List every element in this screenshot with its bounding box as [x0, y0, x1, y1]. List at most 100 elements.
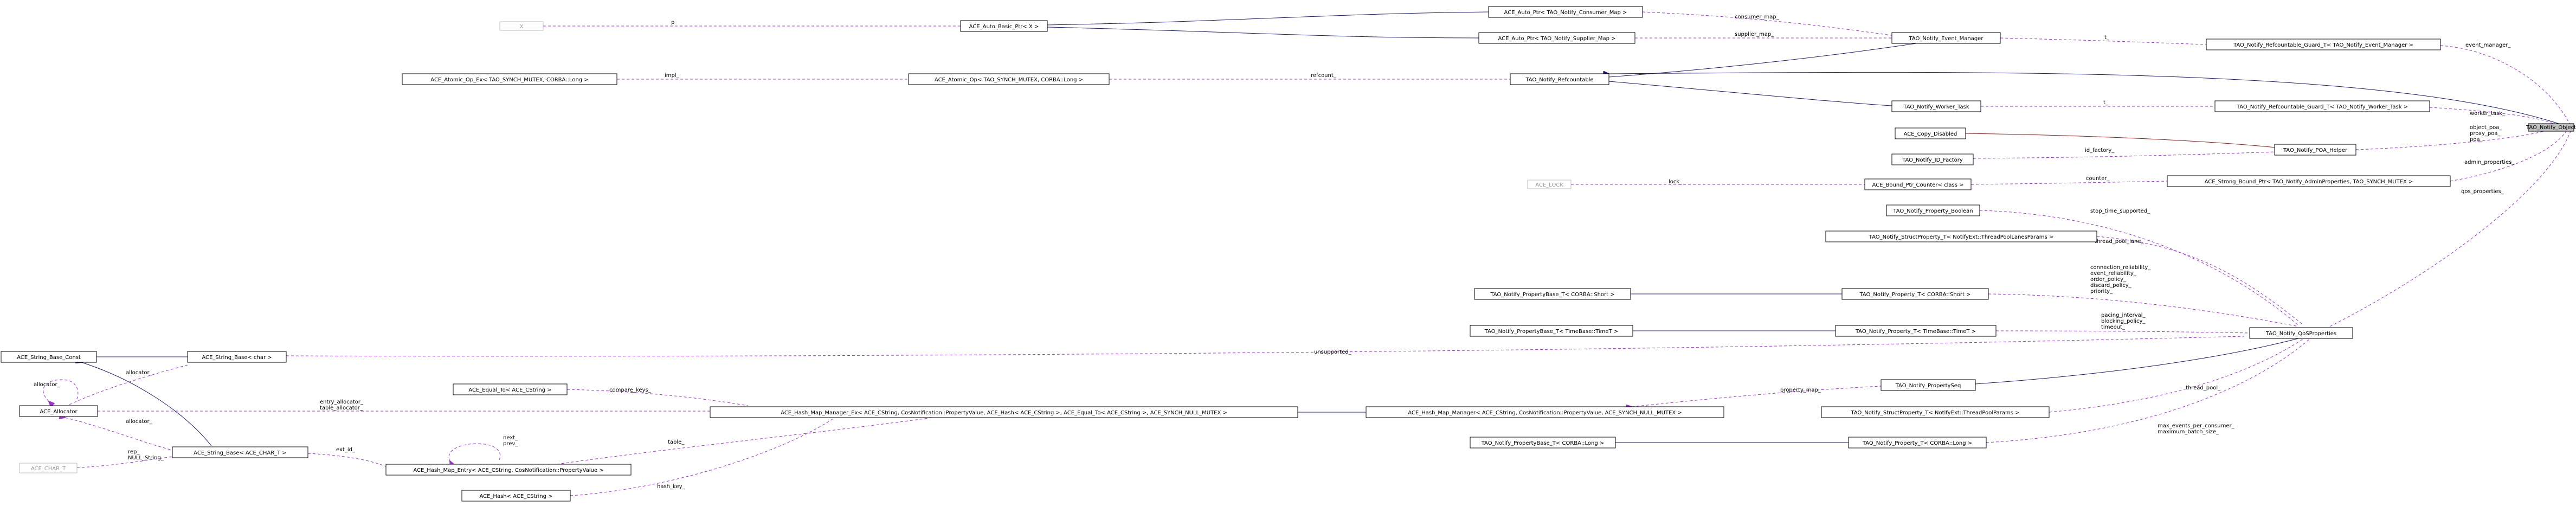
- edge-consumer-map: [1643, 12, 1896, 36]
- edge-refcountable-object: [1609, 72, 2559, 124]
- class-node-equal-to[interactable]: ACE_Equal_To< ACE_CString >: [453, 383, 568, 395]
- svg-text:ACE_Auto_Ptr< TAO_Notify_Suppl: ACE_Auto_Ptr< TAO_Notify_Supplier_Map >: [1498, 36, 1615, 42]
- label-unsupported: unsupported_: [1314, 349, 1352, 355]
- svg-text:TAO_Notify_QoSProperties: TAO_Notify_QoSProperties: [2265, 331, 2336, 337]
- svg-text:TAO_Notify_Property_Boolean: TAO_Notify_Property_Boolean: [1892, 208, 1973, 214]
- class-node-property-timet[interactable]: TAO_Notify_Property_T< TimeBase::TimeT >: [1835, 325, 1997, 337]
- edge-char-t: [77, 456, 173, 467]
- class-node-property-base-long[interactable]: TAO_Notify_PropertyBase_T< CORBA::Long >: [1470, 437, 1616, 449]
- svg-text:TAO_Notify_ID_Factory: TAO_Notify_ID_Factory: [1902, 157, 1963, 163]
- svg-text:TAO_Notify_StructProperty_T< N: TAO_Notify_StructProperty_T< NotifyExt::…: [1850, 410, 2019, 416]
- svg-text:TAO_Notify_Refcountable: TAO_Notify_Refcountable: [1525, 77, 1593, 83]
- label-ext-id: ext_id_: [336, 447, 356, 453]
- class-node-property-base-timet[interactable]: TAO_Notify_PropertyBase_T< TimeBase::Tim…: [1470, 325, 1633, 337]
- class-node-event-manager[interactable]: TAO_Notify_Event_Manager: [1891, 32, 2001, 44]
- label-impl: impl_: [665, 73, 680, 79]
- edge-thread-pool: [2049, 338, 2304, 412]
- class-node-property-boolean[interactable]: TAO_Notify_Property_Boolean: [1886, 204, 1980, 216]
- class-node-tao-notify-object[interactable]: TAO_Notify_Object: [2526, 123, 2576, 132]
- class-node-x[interactable]: X: [499, 21, 544, 31]
- svg-text:ACE_Auto_Ptr< TAO_Notify_Consu: ACE_Auto_Ptr< TAO_Notify_Consumer_Map >: [1504, 10, 1627, 16]
- svg-text:TAO_Notify_PropertyBase_T< COR: TAO_Notify_PropertyBase_T< CORBA::Long >: [1481, 440, 1605, 446]
- label-allocator-1: allocator_: [126, 370, 153, 376]
- edge-counter: [1971, 181, 2168, 184]
- svg-text:ACE_Atomic_Op_Ex< TAO_SYNCH_MU: ACE_Atomic_Op_Ex< TAO_SYNCH_MUTEX, CORBA…: [430, 77, 588, 83]
- edge-event-manager: [2440, 46, 2570, 124]
- edge-guard-event-manager: [2000, 38, 2207, 45]
- svg-text:ACE_Allocator: ACE_Allocator: [40, 409, 78, 415]
- class-node-struct-thread-pool[interactable]: TAO_Notify_StructProperty_T< NotifyExt::…: [1821, 406, 2050, 418]
- class-node-copy-disabled[interactable]: ACE_Copy_Disabled: [1895, 127, 1966, 139]
- class-node-atomic-op[interactable]: ACE_Atomic_Op< TAO_SYNCH_MUTEX, CORBA::L…: [908, 73, 1110, 85]
- edges: [43, 12, 2571, 496]
- svg-text:ACE_LOCK: ACE_LOCK: [1535, 182, 1563, 188]
- class-node-poa-helper[interactable]: TAO_Notify_POA_Helper: [2274, 144, 2356, 156]
- svg-text:TAO_Notify_PropertySeq: TAO_Notify_PropertySeq: [1895, 383, 1961, 389]
- edge-qos-properties: [2326, 131, 2571, 329]
- class-node-property-short[interactable]: TAO_Notify_Property_T< CORBA::Short >: [1841, 288, 1989, 300]
- svg-text:TAO_Notify_Object: TAO_Notify_Object: [2526, 125, 2576, 131]
- class-node-string-base-const[interactable]: ACE_String_Base_Const: [1, 351, 97, 363]
- edge-allocator-1: [65, 364, 190, 407]
- class-node-hash-map-manager[interactable]: ACE_Hash_Map_Manager< ACE_CString, CosNo…: [1366, 406, 1724, 418]
- edge-auto-basic-consumer: [1047, 11, 1489, 25]
- class-node-guard-event-manager[interactable]: TAO_Notify_Refcountable_Guard_T< TAO_Not…: [2206, 39, 2441, 50]
- label-hash-key: hash_key_: [657, 484, 686, 490]
- class-node-property-base-short[interactable]: TAO_Notify_PropertyBase_T< CORBA::Short …: [1474, 288, 1631, 300]
- class-node-guard-worker-task[interactable]: TAO_Notify_Refcountable_Guard_T< TAO_Not…: [2214, 100, 2430, 112]
- svg-text:ACE_Hash_Map_Manager< ACE_CStr: ACE_Hash_Map_Manager< ACE_CString, CosNo…: [1408, 410, 1682, 416]
- class-node-struct-thread-pool-lanes[interactable]: TAO_Notify_StructProperty_T< NotifyExt::…: [1825, 230, 2097, 242]
- class-node-hash-map-entry[interactable]: ACE_Hash_Map_Entry< ACE_CString, CosNoti…: [385, 464, 632, 476]
- label-short-props: connection_reliability_event_reliability…: [2090, 265, 2151, 294]
- edge-property-map: [1632, 386, 1882, 407]
- class-node-property-seq[interactable]: TAO_Notify_PropertySeq: [1881, 379, 1976, 391]
- label-allocator-2: allocator_: [34, 382, 61, 388]
- class-node-ace-hash[interactable]: ACE_Hash< ACE_CString >: [461, 490, 571, 502]
- label-qos-properties: qos_properties_: [2461, 189, 2504, 195]
- svg-text:ACE_Atomic_Op< TAO_SYNCH_MUTEX: ACE_Atomic_Op< TAO_SYNCH_MUTEX, CORBA::L…: [935, 77, 1083, 83]
- edge-admin-properties: [2450, 131, 2567, 181]
- svg-text:ACE_Equal_To< ACE_CString >: ACE_Equal_To< ACE_CString >: [468, 387, 551, 393]
- svg-text:ACE_CHAR_T: ACE_CHAR_T: [31, 466, 66, 472]
- class-node-atomic-op-ex[interactable]: ACE_Atomic_Op_Ex< TAO_SYNCH_MUTEX, CORBA…: [402, 73, 617, 85]
- class-node-ace-char-t[interactable]: ACE_CHAR_T: [19, 463, 78, 473]
- class-node-qos-properties[interactable]: TAO_Notify_QoSProperties: [2249, 327, 2353, 339]
- edge-refcountable-event-manager: [1609, 43, 1917, 77]
- class-node-string-base-char[interactable]: ACE_String_Base< char >: [187, 351, 287, 363]
- class-node-auto-ptr-consumer-map[interactable]: ACE_Auto_Ptr< TAO_Notify_Consumer_Map >: [1488, 6, 1643, 18]
- class-node-ace-lock[interactable]: ACE_LOCK: [1527, 180, 1572, 189]
- edge-max-events: [1986, 338, 2311, 443]
- edge-refcountable-worker-task: [1609, 81, 1901, 107]
- svg-text:ACE_Hash_Map_Manager_Ex< ACE_C: ACE_Hash_Map_Manager_Ex< ACE_CString, Co…: [781, 410, 1227, 416]
- svg-text:TAO_Notify_Property_T< CORBA::: TAO_Notify_Property_T< CORBA::Long >: [1862, 440, 1972, 446]
- svg-text:TAO_Notify_Property_T< TimeBas: TAO_Notify_Property_T< TimeBase::TimeT >: [1855, 329, 1976, 335]
- class-node-auto-ptr-supplier-map[interactable]: ACE_Auto_Ptr< TAO_Notify_Supplier_Map >: [1478, 32, 1635, 44]
- edge-ext-id: [308, 453, 387, 467]
- label-thread-pool: thread_pool_: [2186, 385, 2221, 391]
- class-node-ace-auto-basic-ptr[interactable]: ACE_Auto_Basic_Ptr< X >: [960, 20, 1048, 32]
- edge-hash-key: [570, 417, 835, 496]
- edge-next-prev: [448, 443, 500, 461]
- class-node-string-base-char-t[interactable]: ACE_String_Base< ACE_CHAR_T >: [172, 446, 308, 458]
- svg-text:ACE_Bound_Ptr_Counter< class >: ACE_Bound_Ptr_Counter< class >: [1872, 182, 1964, 188]
- edge-unsupported: [286, 336, 2245, 356]
- svg-text:TAO_Notify_Refcountable_Guard_: TAO_Notify_Refcountable_Guard_T< TAO_Not…: [2233, 42, 2413, 48]
- label-consumer-map: consumer_map_: [1735, 14, 1780, 20]
- class-node-id-factory[interactable]: TAO_Notify_ID_Factory: [1891, 153, 1974, 165]
- label-t-event-manager: t_: [2104, 35, 2110, 41]
- edge-compare-keys: [567, 389, 749, 406]
- class-node-bound-ptr-counter[interactable]: ACE_Bound_Ptr_Counter< class >: [1864, 178, 1972, 190]
- class-node-worker-task[interactable]: TAO_Notify_Worker_Task: [1891, 100, 1981, 112]
- svg-text:TAO_Notify_PropertyBase_T< COR: TAO_Notify_PropertyBase_T< CORBA::Short …: [1490, 292, 1614, 298]
- label-compare-keys: compare_keys_: [609, 387, 652, 393]
- class-node-ace-allocator[interactable]: ACE_Allocator: [19, 405, 98, 417]
- label-max-events: max_events_per_consumer_maximum_batch_si…: [2158, 423, 2235, 435]
- svg-text:ACE_String_Base< char >: ACE_String_Base< char >: [202, 355, 272, 361]
- class-node-refcountable[interactable]: TAO_Notify_Refcountable: [1510, 73, 1609, 85]
- class-node-strong-bound-ptr[interactable]: ACE_Strong_Bound_Ptr< TAO_Notify_AdminPr…: [2167, 175, 2451, 187]
- edge-copy-disabled-poa: [1966, 133, 2276, 148]
- label-supplier-map: supplier_map_: [1735, 31, 1774, 37]
- class-node-property-long[interactable]: TAO_Notify_Property_T< CORBA::Long >: [1848, 437, 1987, 449]
- class-node-hash-map-manager-ex[interactable]: ACE_Hash_Map_Manager_Ex< ACE_CString, Co…: [710, 406, 1298, 418]
- edge-const-char-t: [81, 362, 212, 446]
